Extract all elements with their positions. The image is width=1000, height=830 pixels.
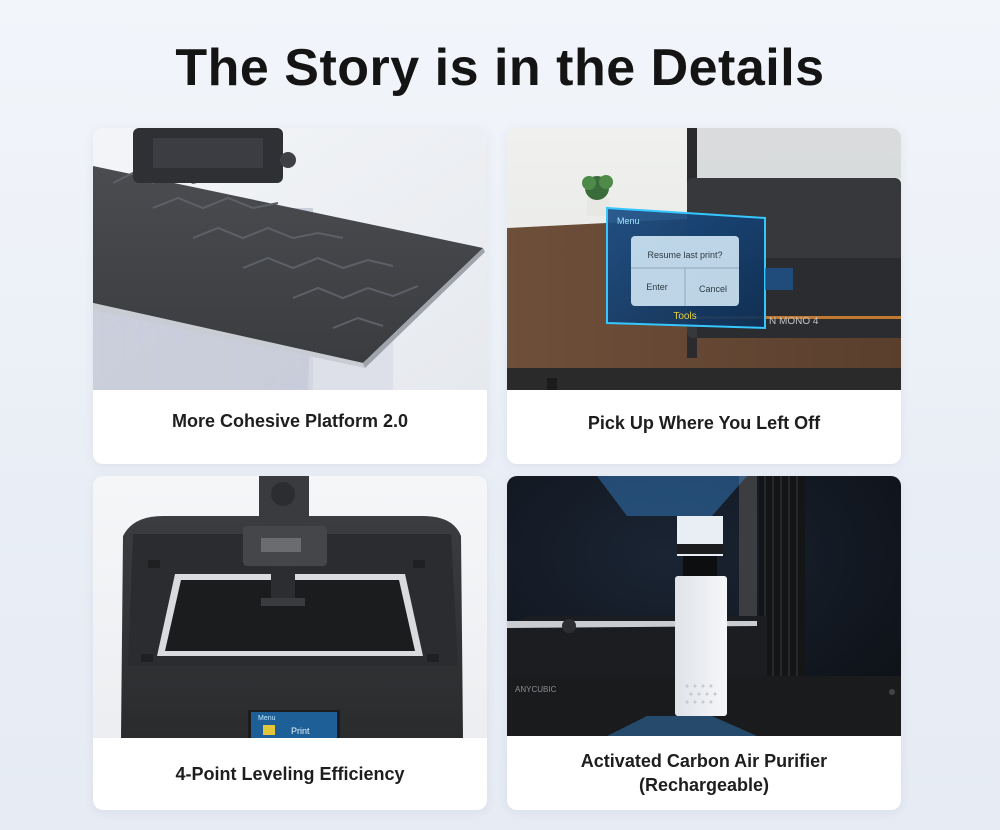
air-purifier-image: ANYCUBIC (507, 476, 901, 736)
feature-card-platform: More Cohesive Platform 2.0 (93, 128, 487, 464)
menu-label: Menu (617, 216, 640, 226)
printer-resume-screen-image: N MONO 4 Menu Resume last print? Enter C… (507, 128, 901, 390)
print-label: Print (291, 726, 310, 736)
caption-line-1: Activated Carbon Air Purifier (580, 751, 828, 771)
card-caption: Activated Carbon Air Purifier (Rechargea… (507, 736, 901, 810)
resume-prompt: Resume last print? (647, 250, 722, 260)
card-caption: More Cohesive Platform 2.0 (171, 411, 409, 431)
feature-card-purifier: ANYCUBIC Activated Carbon Air Purifier (… (507, 476, 901, 810)
leveling-platform-image: Menu Print (93, 476, 487, 738)
build-platform-image (93, 128, 487, 390)
feature-card-resume: N MONO 4 Menu Resume last print? Enter C… (507, 128, 901, 464)
cancel-button[interactable]: Cancel (699, 284, 727, 294)
menu-label: Menu (258, 715, 276, 722)
feature-card-leveling: Menu Print 4-Point Leveling Efficiency (93, 476, 487, 810)
card-caption: Pick Up Where You Left Off (587, 413, 821, 433)
page-title: The Story is in the Details (175, 39, 825, 97)
tools-label: Tools (673, 311, 696, 322)
card-caption: 4-Point Leveling Efficiency (175, 764, 405, 784)
enter-button[interactable]: Enter (646, 282, 668, 292)
brand-text: ANYCUBIC (515, 685, 557, 694)
caption-line-2: (Rechargeable) (638, 775, 770, 795)
brand-text: N MONO 4 (769, 316, 819, 327)
